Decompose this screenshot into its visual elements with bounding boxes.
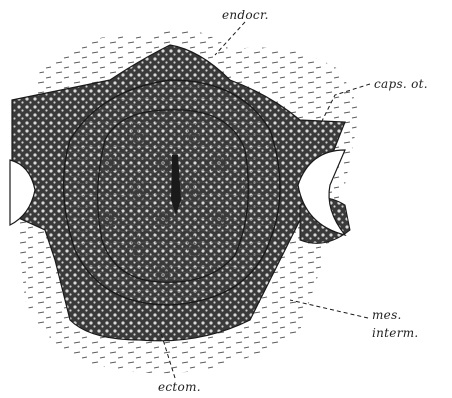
central-dotted-mass <box>98 110 249 282</box>
label-caps-ot: caps. ot. <box>374 77 428 91</box>
label-interm: interm. <box>372 326 419 340</box>
label-endocr: endocr. <box>222 8 269 22</box>
label-mes: mes. <box>372 308 402 322</box>
label-ectom: ectom. <box>158 380 201 394</box>
